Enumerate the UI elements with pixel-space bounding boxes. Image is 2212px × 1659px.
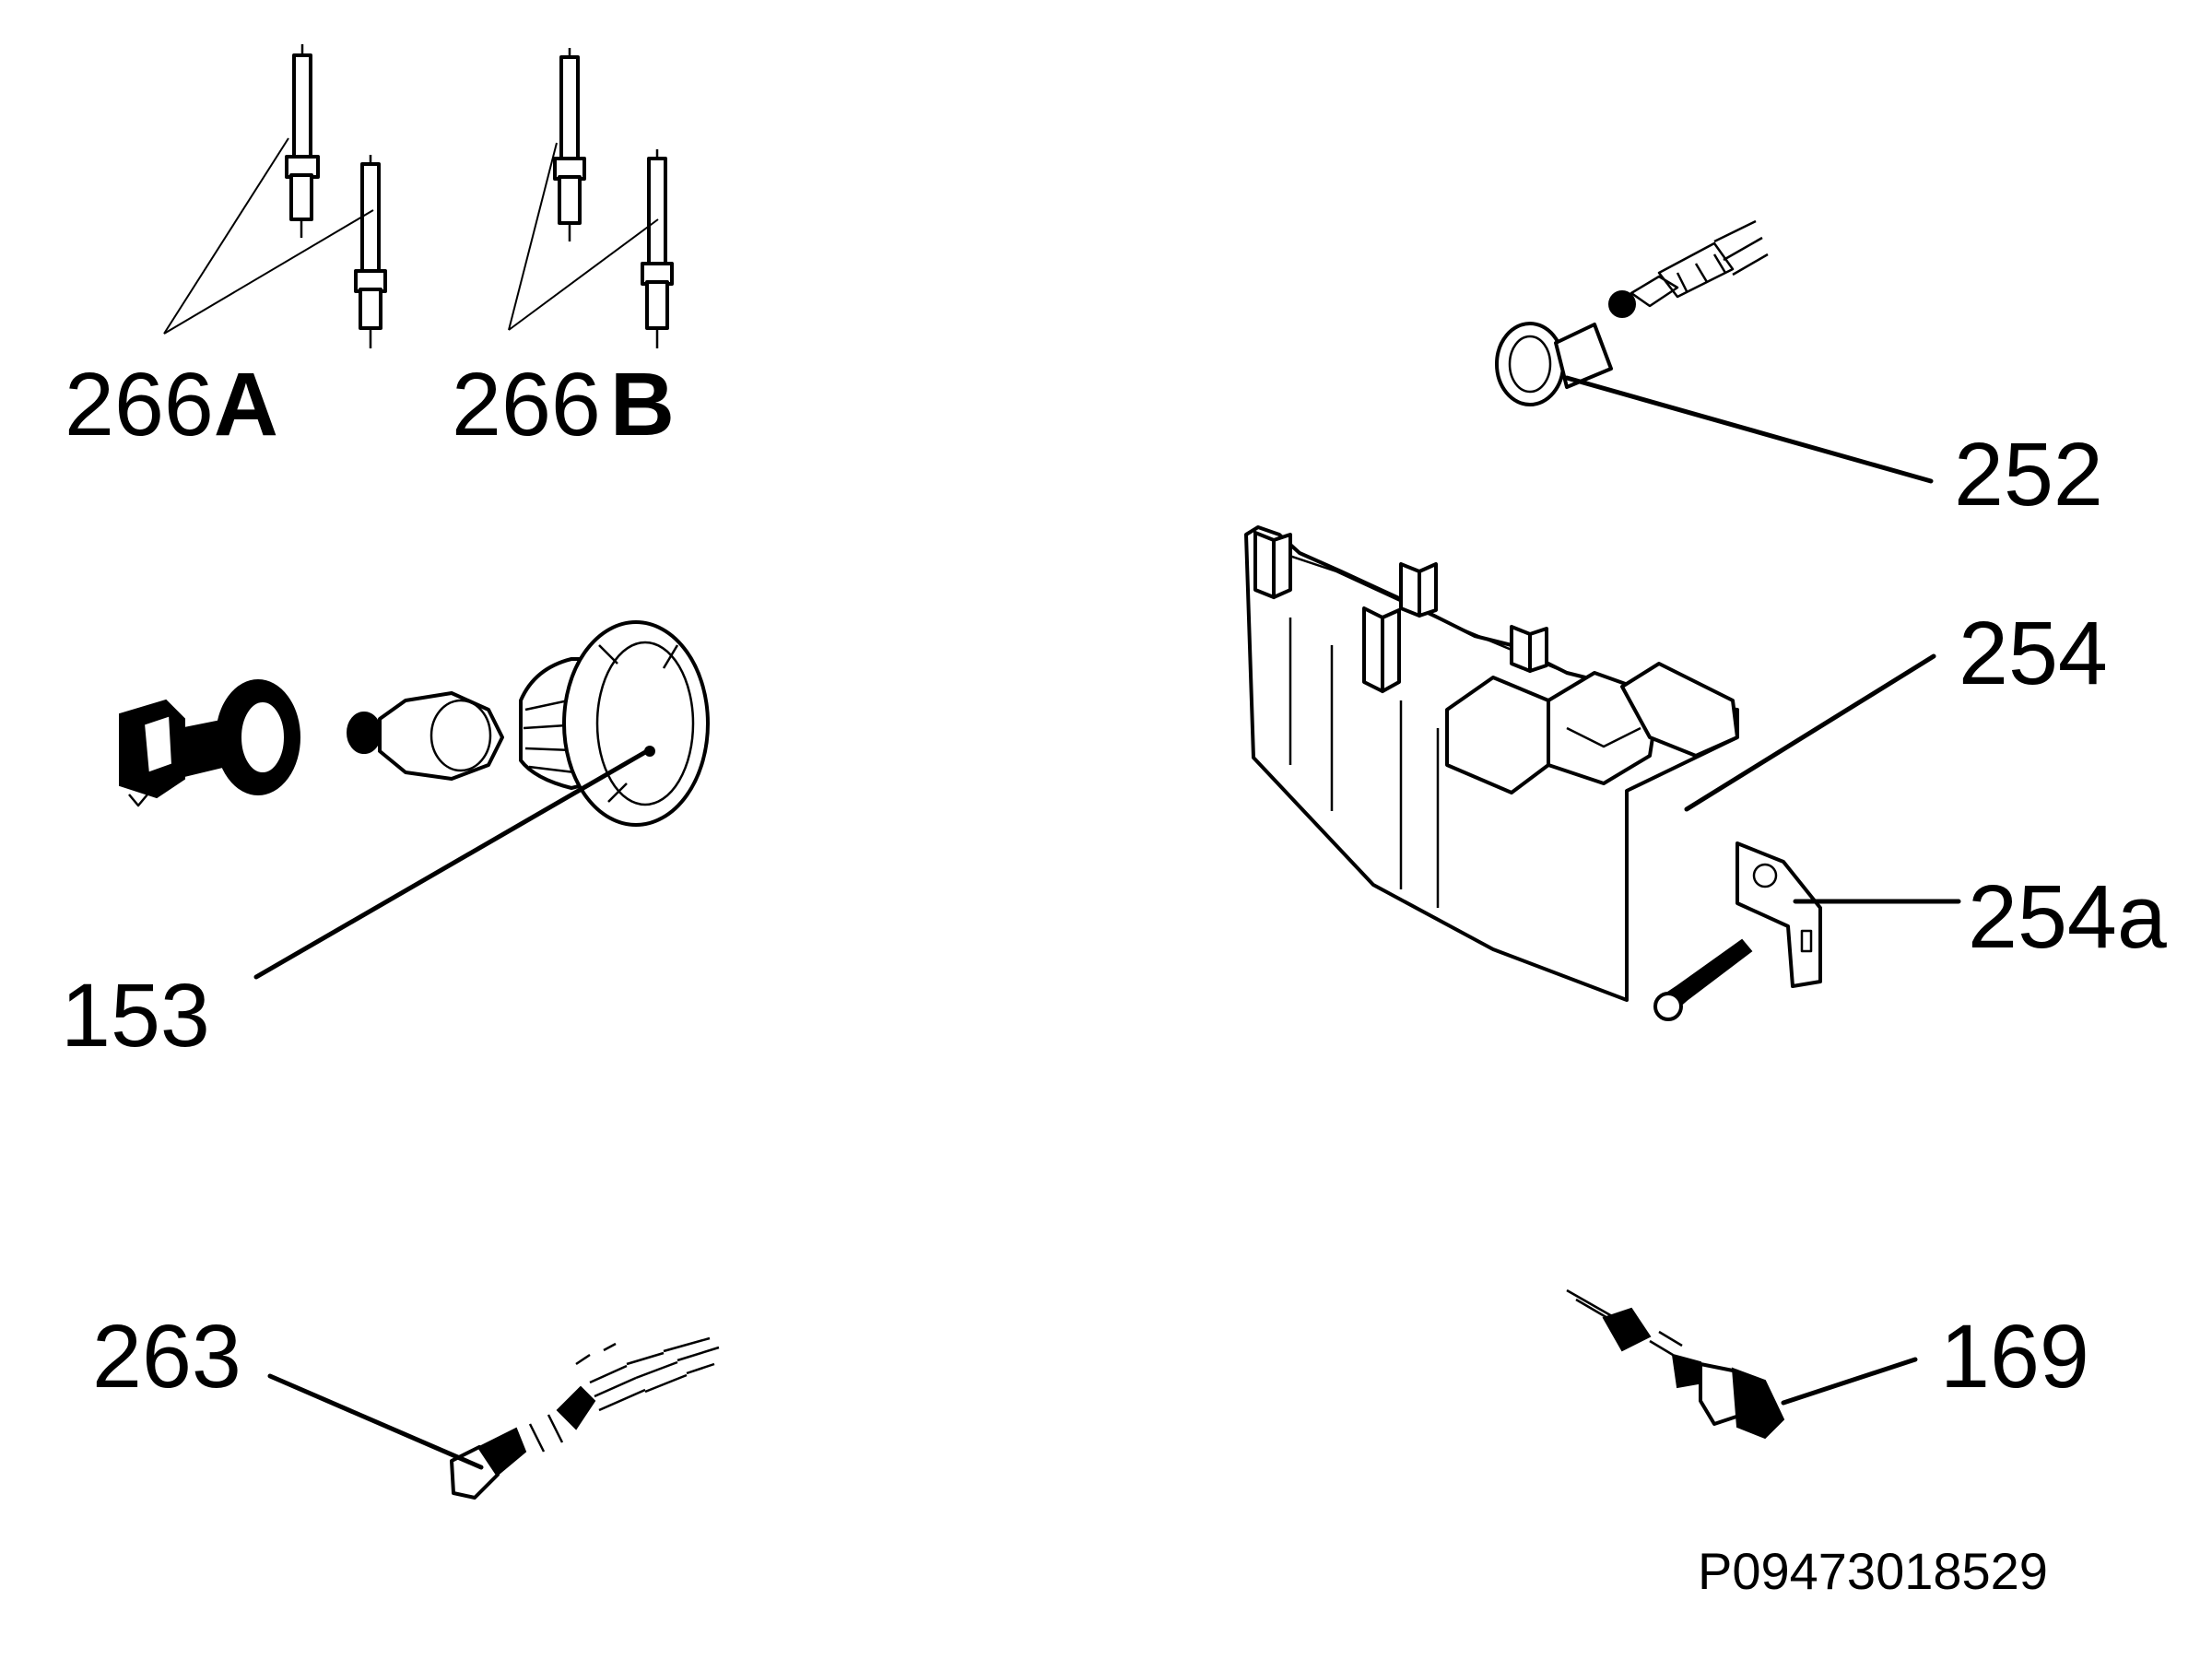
electrode-266a-2 — [354, 155, 387, 348]
callout-252: 252 — [1954, 424, 2103, 524]
part-266b-electrodes[interactable] — [508, 48, 674, 348]
callout-266a-number: 266 — [65, 354, 214, 454]
callout-263: 263 — [92, 1306, 241, 1406]
leader-153 — [253, 748, 650, 980]
electrode-266b-1 — [553, 48, 586, 241]
callout-266a: 266A — [65, 354, 278, 454]
svg-text:266A: 266A — [65, 354, 278, 454]
leader-169 — [1781, 1357, 1918, 1406]
leader-254 — [1684, 653, 1936, 812]
callout-169: 169 — [1940, 1306, 2089, 1406]
part-252-lamp-holder[interactable] — [1495, 219, 1769, 406]
callout-254a: 254a — [1968, 866, 2167, 967]
part-263-thermocouple[interactable] — [450, 1336, 720, 1500]
part-169-thermocouple-fitting[interactable] — [1566, 1288, 1785, 1440]
electrode-266a-1 — [285, 44, 320, 238]
callout-266b-number: 266 — [452, 354, 601, 454]
callout-153: 153 — [61, 965, 210, 1065]
document-code: P09473018529 — [1698, 1542, 2048, 1600]
callout-266b-suffix: B — [610, 354, 675, 454]
callout-266a-suffix: A — [214, 354, 278, 454]
callout-254: 254 — [1959, 603, 2108, 703]
part-254-ignition-generator[interactable] — [1244, 525, 1822, 1021]
part-153-oven-lamp[interactable] — [119, 620, 710, 827]
part-266a-electrodes[interactable] — [163, 44, 387, 348]
leader-252 — [1564, 375, 1934, 484]
leader-263 — [267, 1373, 484, 1470]
electrode-266b-2 — [641, 149, 674, 348]
